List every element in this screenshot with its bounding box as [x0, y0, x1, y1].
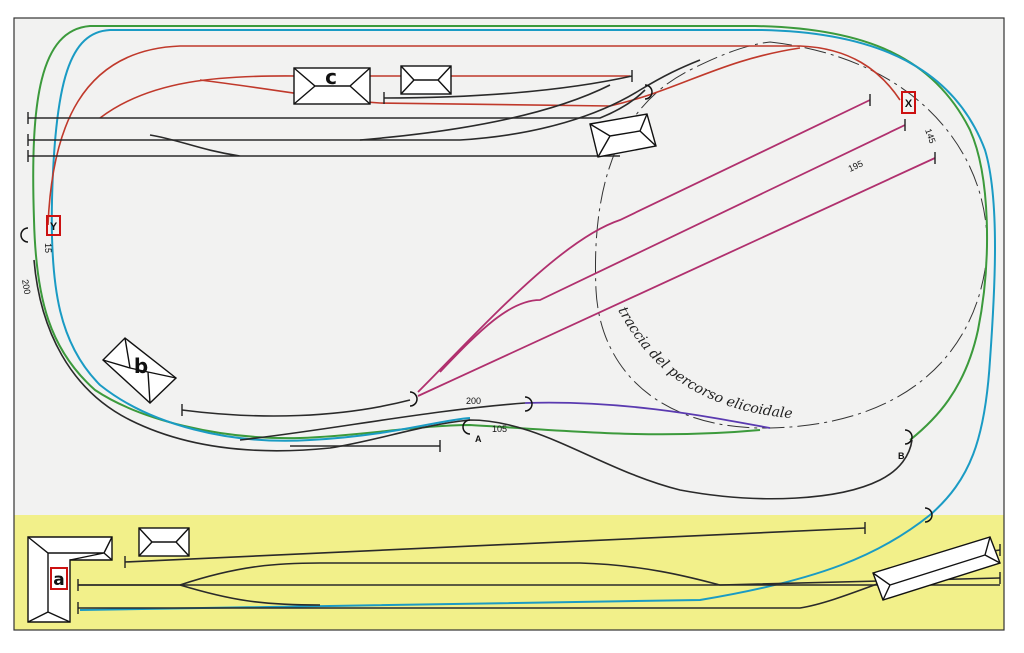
- radius-label-200-left: 200: [20, 279, 32, 296]
- magenta-track-3: [417, 157, 936, 397]
- red-upper-track-2: [99, 75, 630, 119]
- building-a-roof: [27, 536, 113, 623]
- upper-yard-track-2: [28, 59, 701, 141]
- middle-track: [239, 402, 526, 441]
- building-small-top-roof: [400, 65, 452, 95]
- lower-yard-track-2: [78, 562, 1001, 586]
- building-a-group: [27, 536, 113, 623]
- lower-yard-track-1: [124, 527, 866, 563]
- violet-ramp-track: [524, 401, 771, 429]
- baseboard-frame: [13, 17, 1005, 631]
- building-b-label: b: [134, 354, 148, 378]
- radius-label-200-mid: 200: [466, 396, 481, 406]
- radius-label-145: 145: [923, 127, 938, 145]
- upper-siding-c: [383, 75, 633, 99]
- point-a-label: A: [475, 434, 482, 444]
- green-loop-track-right: [754, 25, 988, 441]
- marker-y-label: Y: [50, 221, 58, 233]
- building-small-yard: [138, 527, 190, 557]
- point-b-label: B: [898, 451, 905, 461]
- lower-loop-track: [33, 259, 913, 500]
- marker-y-box: [46, 215, 61, 236]
- cyan-descent-track: [79, 29, 996, 611]
- joint-arc: [904, 429, 913, 445]
- building-long-yard: [872, 536, 1001, 601]
- marker-x-label: X: [905, 98, 913, 110]
- joint-arc: [20, 227, 29, 243]
- building-long-yard-roof: [872, 536, 1001, 601]
- building-b-roof: [102, 337, 177, 404]
- building-c-group: [293, 67, 371, 105]
- building-station-top-roof: [589, 113, 657, 158]
- building-c-roof: [293, 67, 371, 105]
- joint-arc: [409, 391, 418, 407]
- joint-arc: [924, 507, 933, 523]
- marker-a-box: [50, 567, 68, 590]
- joint-arc: [644, 84, 653, 100]
- red-upper-track-1: [47, 45, 901, 226]
- magenta-track-1: [417, 99, 871, 393]
- upper-yard-track-3: [28, 134, 241, 157]
- building-station-top: [589, 113, 657, 158]
- building-small-yard-roof: [138, 527, 190, 557]
- radius-label-105: 105: [492, 424, 507, 434]
- lower-yard-crossover: [179, 584, 321, 606]
- joint-arc: [462, 419, 471, 435]
- building-a-label: a: [53, 570, 64, 590]
- building-b-group: [101, 337, 178, 404]
- upper-yard-track-1: [28, 89, 646, 119]
- marker-x-box: [901, 91, 916, 114]
- building-small-top: [400, 65, 452, 95]
- buffer-stops: [27, 70, 1001, 614]
- radius-label-15: 15: [43, 243, 53, 253]
- cyan-loop-track: [50, 29, 760, 442]
- green-loop-track: [32, 25, 761, 440]
- siding-b: [181, 399, 411, 417]
- helix-trace: [595, 41, 988, 429]
- section-joints: [20, 84, 933, 523]
- upper-crossover: [359, 84, 611, 141]
- building-c-label: c: [325, 65, 337, 89]
- magenta-track-2: [439, 124, 906, 373]
- joint-arc: [524, 396, 533, 412]
